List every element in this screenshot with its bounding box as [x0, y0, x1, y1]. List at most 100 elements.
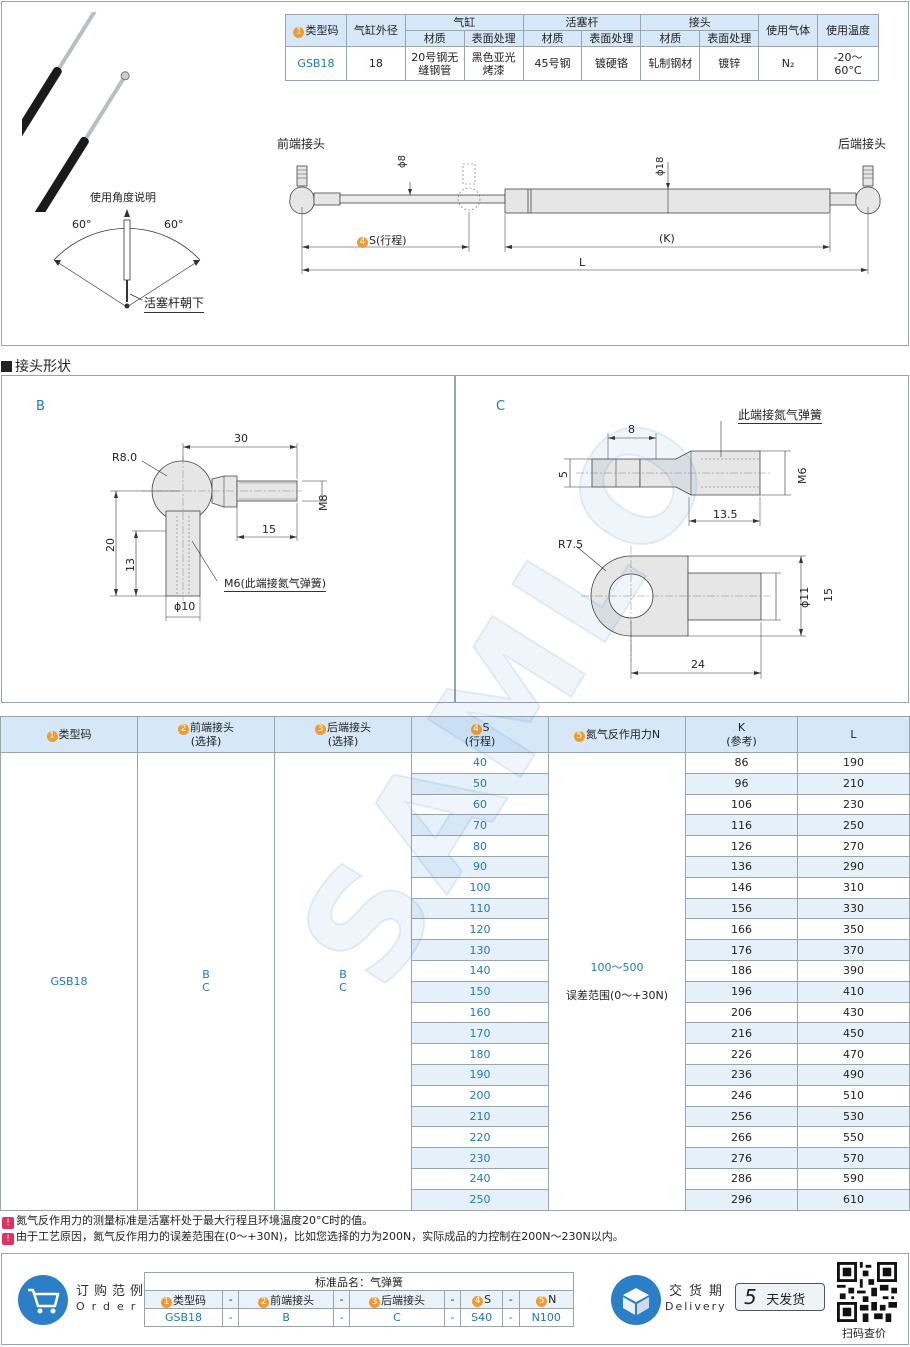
stroke-cell: 200	[411, 1084, 549, 1107]
k-cell: 176	[685, 939, 798, 961]
joint-b-d10: ϕ10	[174, 600, 196, 613]
type-cell: GSB18	[0, 752, 138, 1211]
stroke-cell: 180	[411, 1043, 549, 1065]
note-2: !由于工艺原因，氮气反作用力的误差范围在(0～+30N)，比如您选择的力为200…	[2, 1228, 624, 1245]
badge-1: 1	[46, 730, 58, 742]
stroke-cell: 220	[411, 1126, 549, 1149]
stroke-cell: 190	[411, 1063, 549, 1086]
l-cell: 250	[797, 814, 910, 837]
stroke-cell: 210	[411, 1105, 549, 1128]
joint-c-d135: 13.5	[713, 508, 738, 521]
badge-3: 3	[369, 1296, 381, 1308]
k-cell: 186	[685, 959, 798, 982]
l-cell: 370	[797, 939, 910, 961]
l-cell: 430	[797, 1001, 910, 1024]
badge-2: 2	[178, 723, 189, 735]
badge-2: 2	[258, 1296, 270, 1308]
order-value-cell: -	[443, 1308, 462, 1327]
l-cell: 510	[797, 1084, 910, 1107]
joint-b-m6: M6(此端接氮气弹簧)	[224, 577, 327, 592]
joint-c-d11: ϕ11	[798, 586, 811, 608]
badge-5: 5	[573, 730, 585, 742]
stroke-cell: 140	[411, 959, 549, 982]
k-cell: 136	[685, 855, 798, 878]
k-cell: 96	[685, 772, 798, 795]
l-label: L	[579, 256, 586, 269]
l-cell: 610	[797, 1188, 910, 1211]
l-cell: 570	[797, 1147, 910, 1169]
qr-label: 扫码查价	[842, 1327, 886, 1340]
badge-1: 1	[160, 1296, 172, 1308]
joint-c-m6: M6	[796, 467, 809, 485]
k-cell: 146	[685, 876, 798, 899]
order-value-cell: -	[221, 1308, 240, 1327]
stroke-cell: 170	[411, 1022, 549, 1045]
note-icon: !	[2, 1233, 14, 1245]
l-cell: 450	[797, 1022, 910, 1045]
badge-3: 3	[315, 723, 326, 735]
joint-section-title: 接头形状	[1, 356, 71, 376]
k-cell: 86	[685, 752, 798, 774]
k-cell: 286	[685, 1167, 798, 1190]
order-subtitle: Order	[76, 1300, 143, 1313]
delivery-subtitle: Delivery	[665, 1300, 727, 1313]
l-cell: 210	[797, 772, 910, 795]
k-cell: 296	[685, 1188, 798, 1211]
k-cell: 226	[685, 1043, 798, 1065]
l-cell: 590	[797, 1167, 910, 1190]
stroke-cell: 240	[411, 1167, 549, 1190]
badge-5: 5	[536, 1295, 548, 1307]
joint-b-d20: 20	[104, 538, 117, 552]
joint-b-label: B	[36, 399, 45, 414]
k-cell: 236	[685, 1063, 798, 1086]
cart-icon	[18, 1275, 68, 1325]
stroke-cell: 40	[411, 752, 549, 774]
joint-b-drawing	[110, 443, 327, 621]
order-header-cell: -	[502, 1290, 520, 1309]
spec-type: GSB18	[285, 46, 347, 81]
stroke-cell: 70	[411, 814, 549, 837]
badge-1: 1	[293, 26, 305, 38]
stroke-cell: 160	[411, 1001, 549, 1024]
rear-joint-label: 后端接头	[838, 137, 887, 151]
front-joint-label: 前端接头	[277, 137, 326, 151]
note-icon: !	[2, 1217, 14, 1229]
order-value-cell: B	[238, 1308, 334, 1327]
stroke-cell: 230	[411, 1147, 549, 1169]
badge-4: 4	[472, 1295, 484, 1307]
gas-spring-photo	[22, 12, 130, 212]
l-cell: 550	[797, 1126, 910, 1149]
joint-b-m8: M8	[317, 494, 330, 512]
joint-b-d15: 15	[262, 523, 276, 536]
order-value-cell: GSB18	[144, 1308, 223, 1327]
gas-spring-drawing	[289, 162, 882, 274]
order-title: 订购范例	[76, 1284, 149, 1299]
joint-c-d24: 24	[691, 658, 705, 671]
k-cell: 116	[685, 814, 798, 837]
angle-title: 使用角度说明	[90, 191, 156, 204]
angle-note: 活塞杆朝下	[144, 294, 205, 313]
qr-code	[837, 1262, 897, 1322]
k-cell: 106	[685, 793, 798, 816]
k-cell: 126	[685, 835, 798, 857]
angle-left: 60°	[72, 218, 92, 231]
angle-right: 60°	[164, 218, 184, 231]
joint-b-r: R8.0	[112, 451, 138, 464]
order-header-cell: -	[332, 1290, 351, 1309]
joint-b-d13: 13	[124, 558, 137, 572]
